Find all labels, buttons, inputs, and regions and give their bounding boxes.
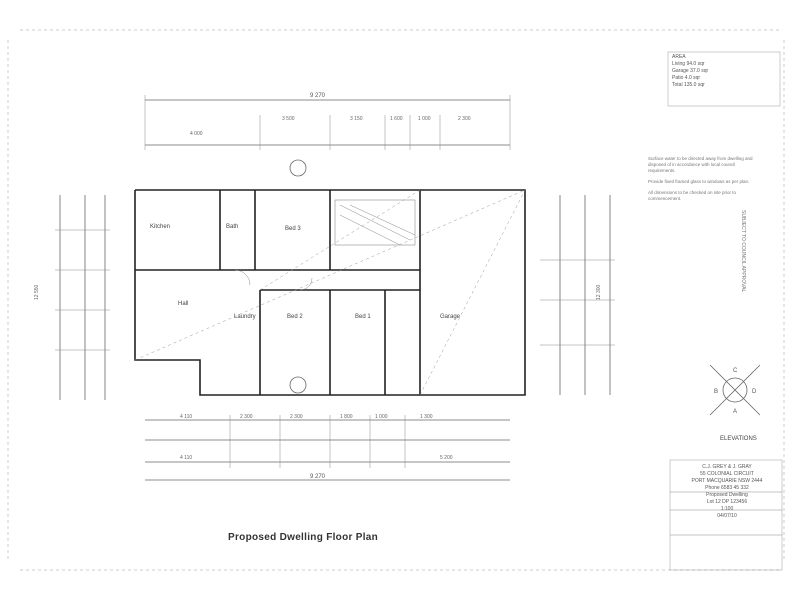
- section-marker-bottom: [289, 376, 307, 394]
- compass-c: C: [733, 368, 738, 374]
- client-line: C.J. GREY & J. GRAY: [702, 464, 752, 470]
- dim-label-right-total: 12 300: [596, 284, 602, 300]
- room-bath: Bath: [226, 224, 238, 230]
- dim-label: 4 110: [180, 455, 192, 461]
- dim-label: 1 000: [418, 116, 431, 122]
- elevation-compass: C B D A: [709, 364, 761, 416]
- note: All dimensions to be checked on site pri…: [648, 190, 737, 201]
- elevations-label: ELEVATIONS: [720, 436, 757, 442]
- detail: Lot 12 DP 123456: [706, 499, 748, 505]
- client-line: 55 COLONIAL CIRCUIT: [700, 471, 754, 477]
- dim-label-overall-bottom: 9 270: [310, 474, 326, 480]
- area-row: Total 135.0 sqr: [672, 82, 705, 88]
- section-marker-top: [289, 159, 307, 177]
- dim-label: 2 300: [458, 116, 471, 122]
- compass-b: B: [714, 389, 718, 395]
- dim-label-left-total: 12 550: [34, 284, 40, 300]
- detail: Proposed Dwelling: [706, 492, 748, 498]
- area-row: Living 94.0 sqr: [672, 61, 705, 67]
- dim-label-overall-top: 9 270: [310, 93, 326, 99]
- compass-a: A: [733, 409, 737, 415]
- note: Surface water to be directed away from d…: [648, 156, 753, 173]
- dim-label: 2 300: [290, 414, 303, 420]
- side-label: SUBJECT TO COUNCIL APPROVAL: [740, 210, 746, 293]
- stair-area: [334, 199, 416, 246]
- dim-label: 3 150: [350, 116, 363, 122]
- dim-label: 1 300: [420, 414, 433, 420]
- area-row: Patio 4.0 sqr: [672, 75, 701, 81]
- drawing-title: Proposed Dwelling Floor Plan: [228, 532, 379, 543]
- area-box-frame: [667, 51, 781, 107]
- room-laundry: Laundry: [234, 314, 256, 320]
- area-heading: AREA: [672, 54, 686, 60]
- dim-label: 1 000: [375, 414, 388, 420]
- area-schedule: AREA Living 94.0 sqr Garage 37.0 sqr Pat…: [672, 54, 776, 106]
- note: Provide fixed framed glass to windows as…: [648, 179, 750, 184]
- dim-label: 5 200: [440, 455, 453, 461]
- room-garage: Garage: [440, 314, 461, 320]
- phone: Phone 6583 45 332: [705, 485, 749, 491]
- title-block: C.J. GREY & J. GRAY 55 COLONIAL CIRCUIT …: [672, 464, 782, 570]
- room-kitchen: Kitchen: [150, 224, 170, 230]
- title-block-frame: [669, 459, 783, 571]
- client-line: PORT MACQUARIE NSW 2444: [691, 478, 763, 484]
- room-bed1: Bed 1: [355, 314, 371, 320]
- compass-d: D: [752, 389, 757, 395]
- dim-label: 4 110: [180, 414, 192, 420]
- dim-label: 2 300: [240, 414, 253, 420]
- roof-line-1: [134, 189, 526, 361]
- dim-label: 1 800: [340, 414, 353, 420]
- area-row: Garage 37.0 sqr: [672, 68, 709, 74]
- dim-label: 3 500: [282, 116, 295, 122]
- drawing-notes: Surface water to be directed away from d…: [648, 156, 758, 207]
- room-hall: Hall: [178, 301, 188, 307]
- date: 04/07/10: [717, 513, 737, 519]
- dim-label: 1 600: [390, 116, 403, 122]
- room-bed2: Bed 2: [287, 314, 303, 320]
- dim-label: 4 000: [190, 131, 203, 137]
- scale: 1:100: [720, 506, 734, 512]
- room-bed3: Bed 3: [285, 226, 301, 232]
